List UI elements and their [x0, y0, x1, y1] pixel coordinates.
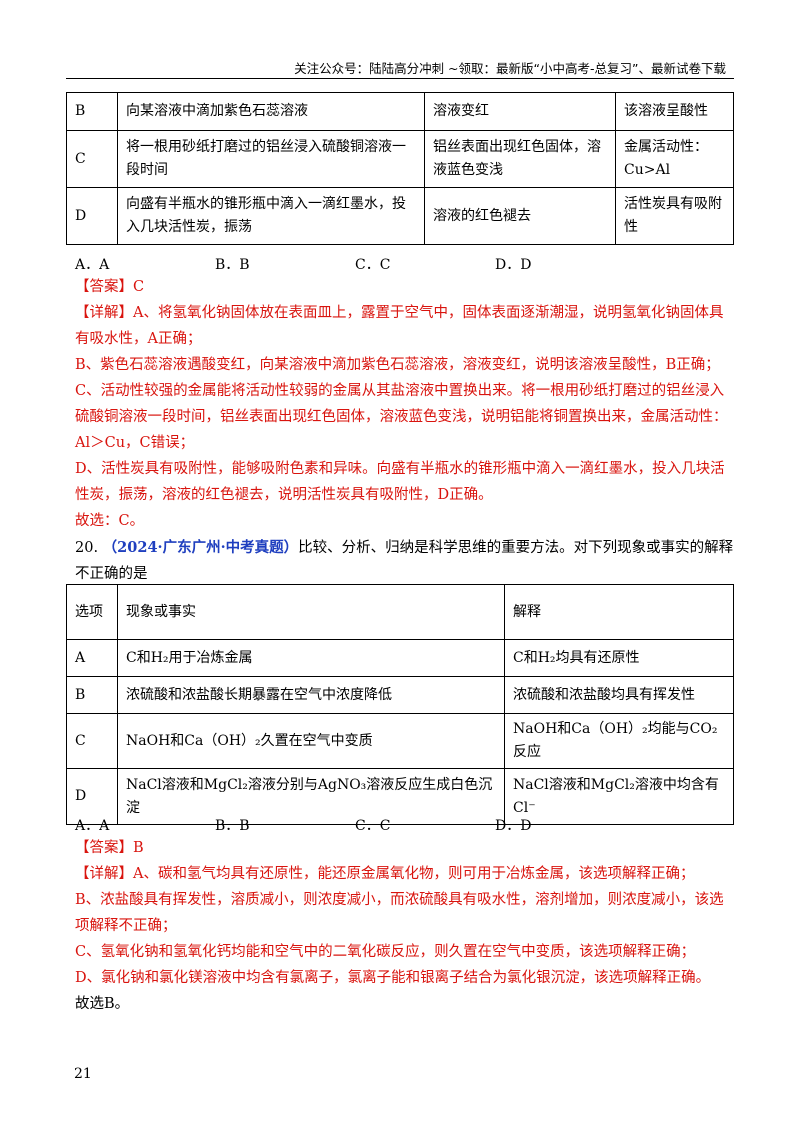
table-row: B 浓硫酸和浓盐酸长期暴露在空气中浓度降低 浓硫酸和浓盐酸均具有挥发性 [66, 676, 734, 714]
explanation: 【详解】A、将氢氧化钠固体放在表面皿上，露置于空气中，固体表面逐渐潮湿，说明氢氧… [75, 305, 728, 529]
table-header-row: 选项 现象或事实 解释 [66, 584, 734, 640]
table-row: C 将一根用砂纸打磨过的铝丝浸入硫酸铜溶液一段时间 铝丝表面出现红色固体，溶液蓝… [66, 130, 734, 188]
explanation-table: 选项 现象或事实 解释 A C和H₂用于冶炼金属 C和H₂均具有还原性 B 浓硫… [66, 584, 734, 825]
header-divider [66, 78, 734, 79]
answer-label: 【答案】C [75, 279, 145, 295]
page-number: 21 [74, 1066, 92, 1082]
table-row: B 向某溶液中滴加紫色石蕊溶液 溶液变红 该溶液呈酸性 [66, 92, 734, 131]
table-row: D NaCl溶液和MgCl₂溶液分别与AgNO₃溶液反应生成白色沉淀 NaCl溶… [66, 768, 734, 825]
answer-label: 【答案】B [75, 840, 144, 856]
page-header: 关注公众号：陆陆高分冲刺 ~领取：最新版“小中高考-总复习”、最新试卷下载 [294, 61, 726, 76]
explanation: 【详解】A、碳和氢气均具有还原性，能还原金属氧化物，则可用于冶炼金属，该选项解释… [75, 866, 724, 1012]
experiment-table: B 向某溶液中滴加紫色石蕊溶液 溶液变红 该溶液呈酸性 C 将一根用砂纸打磨过的… [66, 92, 734, 245]
table-row: D 向盛有半瓶水的锥形瓶中滴入一滴红墨水，投入几块活性炭，振荡 溶液的红色褪去 … [66, 187, 734, 245]
table-row: A C和H₂用于冶炼金属 C和H₂均具有还原性 [66, 639, 734, 677]
question-20: 20. （2024·广东广州·中考真题）比较、分析、归纳是科学思维的重要方法。对… [75, 539, 734, 582]
question-source: （2024·广东广州·中考真题） [102, 539, 299, 556]
table-row: C NaOH和Ca（OH）₂久置在空气中变质 NaOH和Ca（OH）₂均能与CO… [66, 713, 734, 769]
